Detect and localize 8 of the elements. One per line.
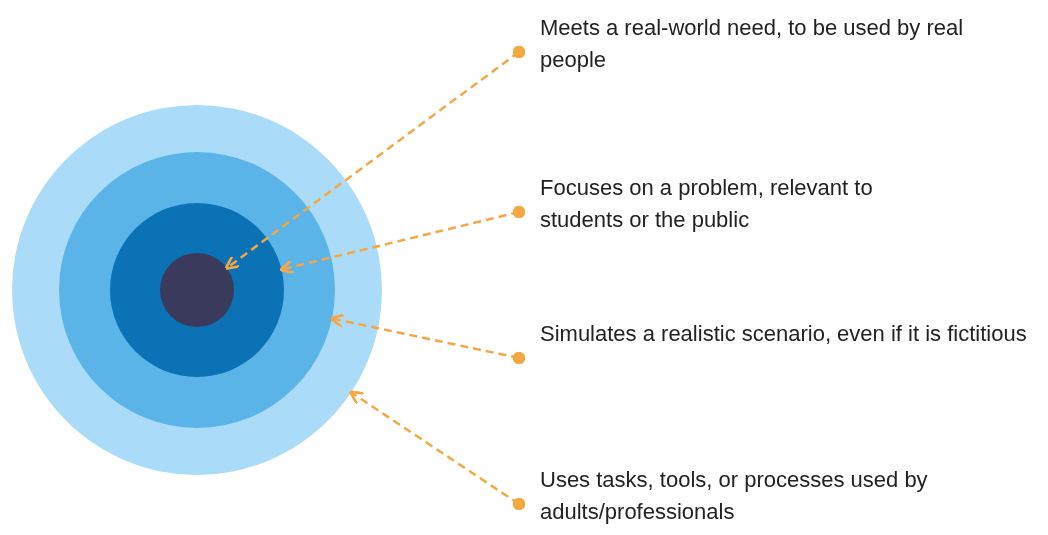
callout-text: Focuses on a problem, relevant to students or the public <box>519 172 959 236</box>
leader-line <box>224 45 526 271</box>
callout-text: Meets a real-world need, to be used by real people <box>519 12 1009 76</box>
leader-line <box>278 205 526 275</box>
callout-text: Simulates a realistic scenario, even if it is fictitious <box>519 318 1048 350</box>
callout-text: Uses tasks, tools, or processes used by adults/professionals <box>519 464 1019 528</box>
leader-line <box>329 313 526 365</box>
leader-line <box>348 390 526 511</box>
